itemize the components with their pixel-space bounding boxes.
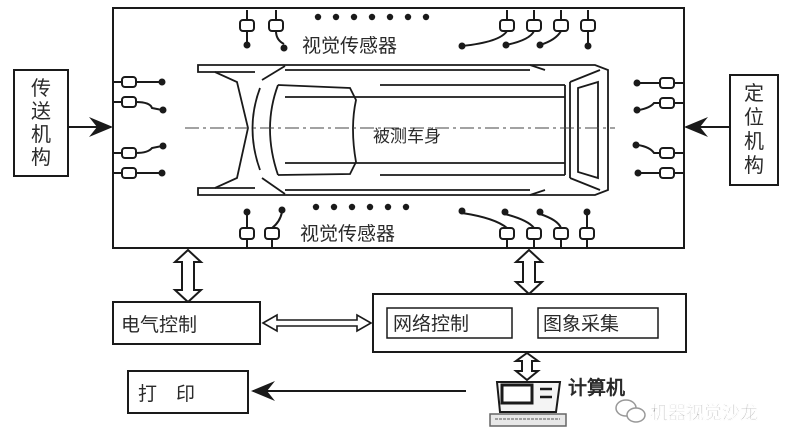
mechanism-label-char: 传 (31, 76, 51, 100)
top-sensor-label: 视觉传感器 (302, 35, 397, 57)
wechat-icon (615, 399, 646, 423)
printer-box (127, 370, 249, 414)
sensor-dot (384, 203, 392, 211)
computer-icon (489, 381, 567, 427)
mechanism-label-char: 机 (744, 129, 764, 153)
mechanism-label-char: 定 (744, 81, 764, 105)
sensor-group-top-right (458, 10, 596, 50)
mechanism-label-char: 位 (744, 105, 764, 129)
computer-label: 计算机 (568, 376, 625, 399)
network-control-label: 网络控制 (393, 313, 469, 335)
sensor-dot (330, 203, 338, 211)
network-computer-link-arrow (512, 351, 542, 382)
sensor-dot (348, 203, 356, 211)
sensor-group-bottom-right (458, 207, 595, 247)
sensor-dot (402, 203, 410, 211)
sensor-group-left (114, 76, 167, 179)
sensor-group-top-left (239, 10, 288, 52)
sensor-dot (366, 203, 374, 211)
vehicle-label: 被测车身 (373, 127, 441, 147)
sensor-dot (350, 13, 358, 21)
electrical-network-link-arrow (261, 313, 373, 333)
chamber-electrical-link-arrow (172, 248, 204, 304)
bottom-sensor-label: 视觉传感器 (300, 223, 395, 245)
watermark-label: 机器视觉沙龙 (650, 402, 758, 424)
image-acquisition-box (537, 307, 659, 339)
positioning-mechanism-box (729, 74, 779, 186)
electrical-control-label: 电气控制 (121, 314, 197, 336)
top-sensor-dots (314, 13, 430, 21)
mechanism-label-char: 机 (31, 122, 51, 146)
printer-label: 打 印 (138, 383, 195, 405)
sensor-dot (422, 13, 430, 21)
sensor-group-right (632, 77, 683, 179)
mechanism-label-char: 构 (31, 145, 51, 169)
conveyor-mechanism-box (13, 69, 69, 177)
sensor-group-bottom-left (239, 206, 286, 247)
electrical-control-box (112, 301, 261, 345)
sensor-dot (386, 13, 394, 21)
image-acquisition-label: 图象采集 (543, 313, 619, 335)
mechanism-label-char: 构 (744, 153, 764, 177)
network-control-box (386, 307, 513, 339)
chamber-network-link-arrow (513, 248, 545, 296)
sensor-dot (314, 13, 322, 21)
mechanism-label-char: 送 (31, 99, 51, 123)
bottom-sensor-dots (312, 203, 410, 211)
sensor-dot (404, 13, 412, 21)
vehicle-body-outline (197, 64, 609, 196)
sensor-dot (368, 13, 376, 21)
sensor-dot (312, 203, 320, 211)
sensor-dot (332, 13, 340, 21)
